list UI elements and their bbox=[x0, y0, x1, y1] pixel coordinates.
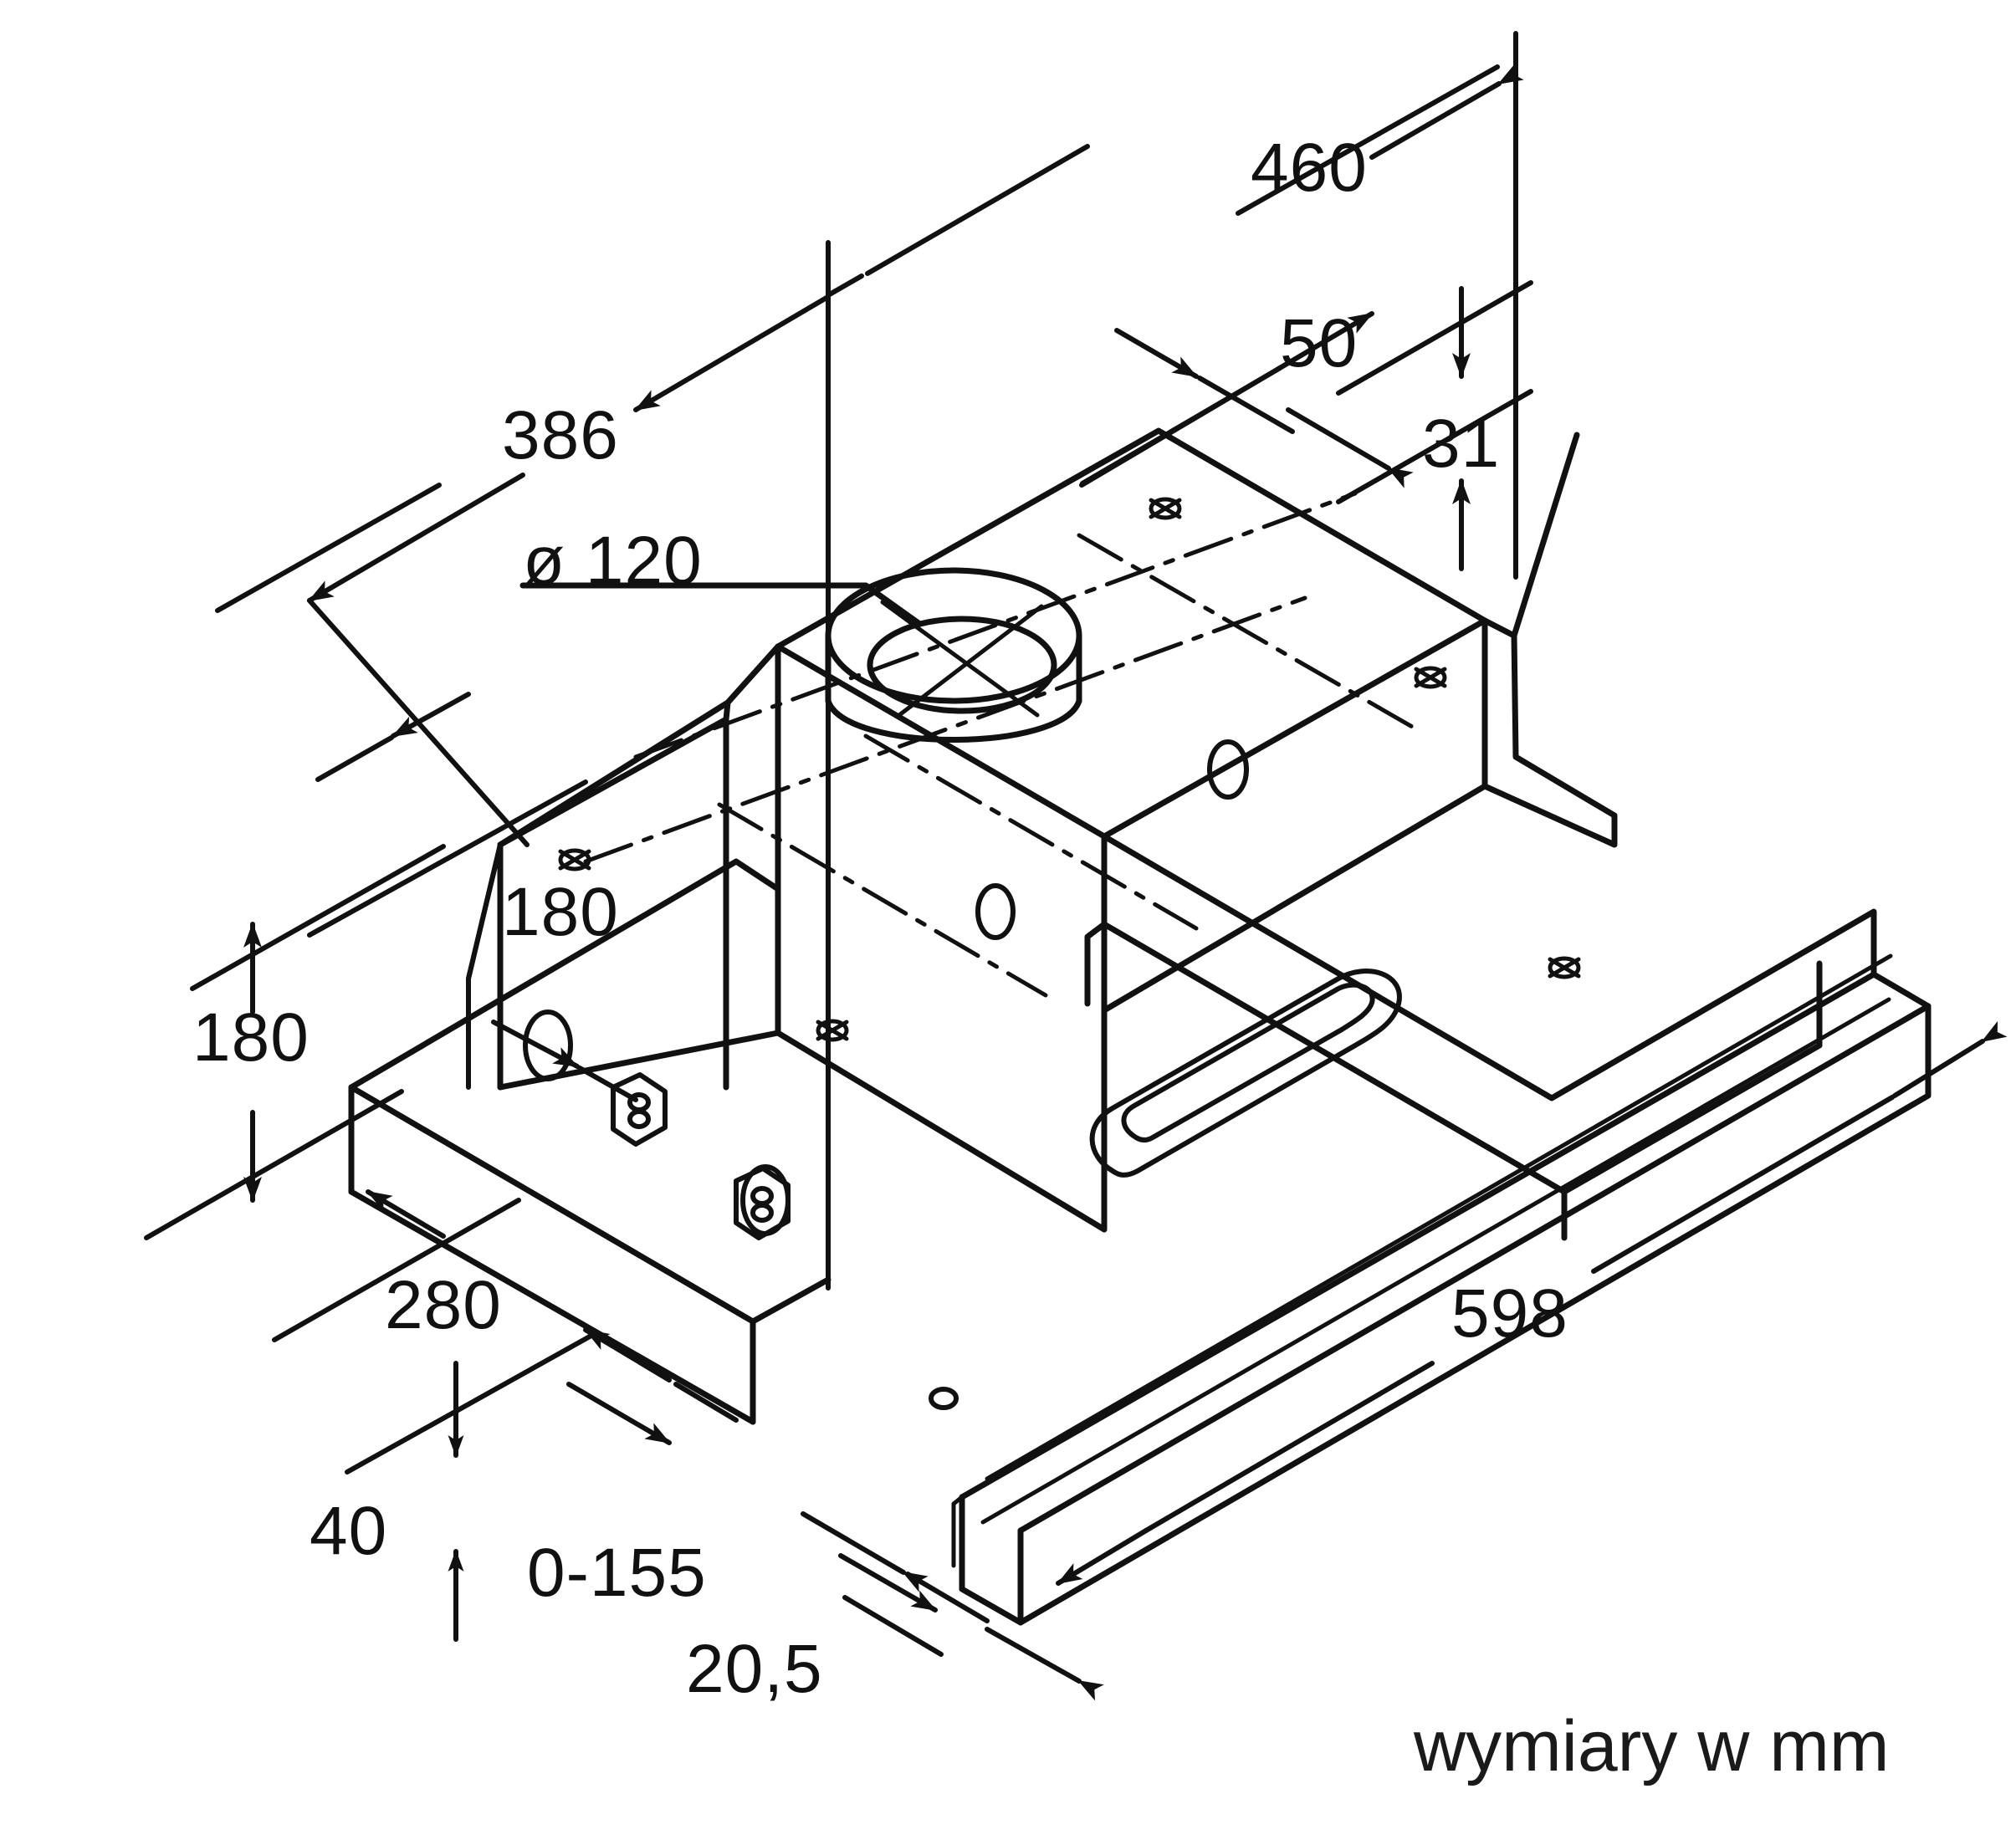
extension-lines bbox=[826, 31, 1518, 1291]
front-shroud bbox=[466, 842, 503, 1090]
dimension-label-180-overall: 180 bbox=[192, 999, 310, 1076]
dimension-label-598: 598 bbox=[1451, 1275, 1568, 1352]
lamp-holes bbox=[523, 739, 1249, 1236]
fixing-points bbox=[558, 497, 1581, 1042]
dimline-280 bbox=[366, 1189, 739, 1423]
dimension-label-460: 460 bbox=[1251, 130, 1368, 206]
dimension-label-20-5: 20,5 bbox=[686, 1631, 823, 1707]
dimline-180-housing bbox=[315, 692, 638, 1102]
dimension-label-40: 40 bbox=[310, 1493, 388, 1569]
dimline-180-overall bbox=[144, 844, 446, 1240]
duct-centre-marks bbox=[880, 600, 1044, 718]
rear-flange bbox=[1481, 432, 1618, 848]
base-screw bbox=[929, 1387, 959, 1410]
dimension-label-0-155: 0-155 bbox=[527, 1535, 707, 1611]
leader-diameter-120 bbox=[519, 582, 922, 626]
centre-lines bbox=[583, 491, 1416, 998]
drawer-handle bbox=[1089, 969, 1402, 1178]
dimline-31 bbox=[1336, 280, 1533, 571]
mounting-brackets bbox=[611, 1072, 791, 1240]
dimline-598 bbox=[1056, 1020, 2008, 1586]
ext-180-housing bbox=[307, 779, 588, 938]
ext-280 bbox=[272, 1198, 521, 1342]
dimension-label-386: 386 bbox=[502, 397, 619, 473]
dimline-386 bbox=[215, 144, 1090, 613]
dimline-460-body bbox=[1080, 64, 1500, 486]
dimline-20-5 bbox=[838, 1553, 1104, 1701]
units-caption: wymiary w mm bbox=[1414, 1706, 1890, 1786]
base-plate bbox=[348, 858, 831, 1425]
dimension-label-diameter-120: ø 120 bbox=[523, 523, 703, 599]
dimension-label-180-housing: 180 bbox=[502, 874, 619, 950]
dimline-40 bbox=[345, 1334, 592, 1642]
dimline-0-155 bbox=[566, 1382, 990, 1623]
dimline-50 bbox=[1114, 328, 1414, 488]
left-side-panel bbox=[497, 643, 781, 1091]
dimension-label-280: 280 bbox=[385, 1267, 502, 1343]
drawer-channel bbox=[951, 953, 1893, 1568]
dimension-label-31: 31 bbox=[1422, 406, 1501, 482]
dimension-label-50: 50 bbox=[1280, 305, 1358, 381]
pullout-drawer bbox=[959, 833, 1932, 1626]
